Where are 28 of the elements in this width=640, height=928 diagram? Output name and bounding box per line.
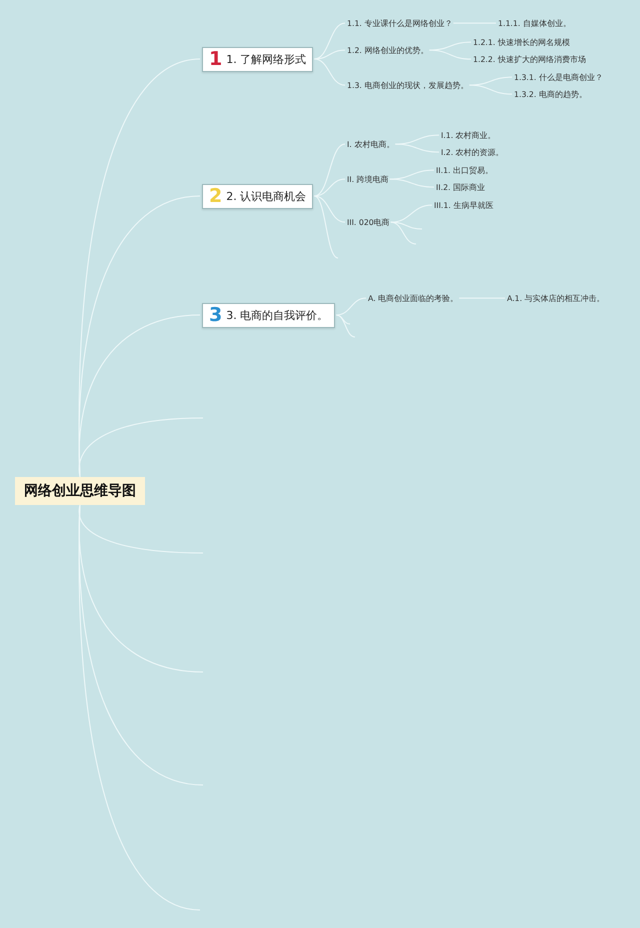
topic-label: 1. 了解网络形式 <box>226 52 306 66</box>
topic-box <box>202 184 314 208</box>
topic-number: 1 <box>209 50 222 68</box>
branch-line <box>428 50 472 60</box>
branch-line <box>314 58 346 86</box>
branch-line <box>78 504 204 554</box>
branch-line <box>458 298 506 299</box>
branch-line <box>452 22 496 24</box>
branch-line <box>336 298 366 316</box>
topic-number: 2 <box>209 186 222 206</box>
topic-box <box>202 46 314 72</box>
topic-box <box>202 302 336 328</box>
branch-line <box>314 196 346 223</box>
branch-line <box>394 144 440 153</box>
central-topic-box: 网络创业思维导图 <box>15 477 145 505</box>
topic-label: 2. 认识电商机会 <box>226 188 306 204</box>
branch-line <box>390 222 422 230</box>
branch-line <box>336 314 356 338</box>
branch-line <box>389 178 434 188</box>
topic-label: 3. 电商的自我评价。 <box>226 308 328 322</box>
branch-line <box>314 196 338 258</box>
topic-number: 3 <box>209 306 222 324</box>
branch-line <box>390 204 432 223</box>
branch-line <box>78 418 204 478</box>
branch-line <box>314 144 346 196</box>
branch-line <box>468 84 512 95</box>
branch-line <box>314 22 346 60</box>
branch-line <box>390 222 416 244</box>
